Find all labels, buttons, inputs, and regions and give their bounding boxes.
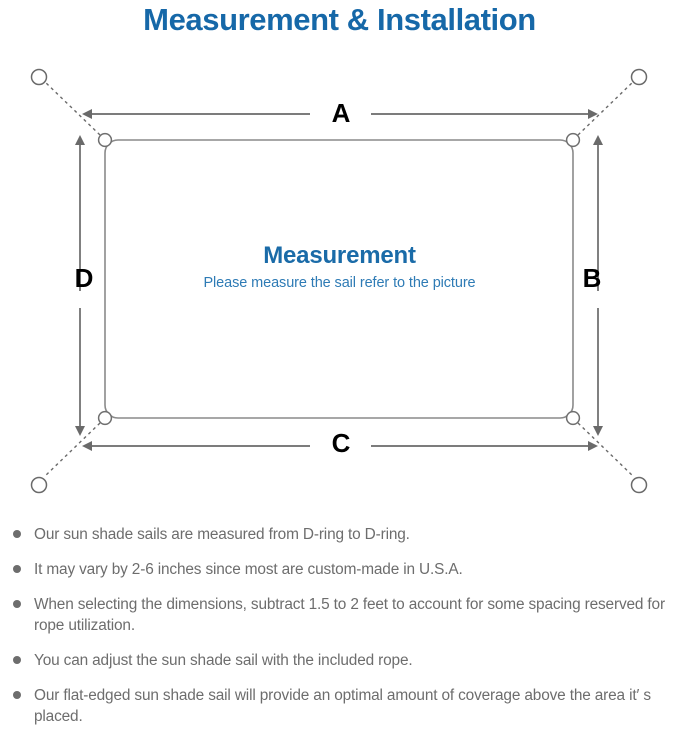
rope-bottom-left [43, 422, 101, 478]
anchor-point-bottom-left [30, 476, 48, 494]
d-ring-top-left [97, 132, 113, 148]
bullet-icon [13, 530, 21, 538]
list-item: When selecting the dimensions, subtract … [6, 594, 669, 636]
sail-body [104, 139, 574, 419]
rope-top-right [577, 80, 635, 136]
list-item-text: Our sun shade sails are measured from D-… [34, 526, 410, 543]
anchor-point-top-left [30, 68, 48, 86]
page-title: Measurement & Installation [143, 2, 536, 37]
dimension-label-a: A [331, 98, 351, 128]
bullet-icon [13, 565, 21, 573]
d-ring-bottom-left [97, 410, 113, 426]
bullet-icon [13, 656, 21, 664]
dimension-label-c: C [331, 428, 351, 458]
rope-bottom-right [577, 422, 635, 478]
list-item: Our flat-edged sun shade sail will provi… [6, 685, 669, 727]
list-item-text: You can adjust the sun shade sail with t… [34, 652, 413, 669]
anchor-point-bottom-right [630, 476, 648, 494]
bullet-icon [13, 600, 21, 608]
list-item-text: It may vary by 2-6 inches since most are… [34, 561, 463, 578]
dimension-label-b: B [582, 263, 602, 293]
list-item: You can adjust the sun shade sail with t… [6, 650, 669, 671]
sail-diagram [0, 48, 679, 518]
d-ring-top-right [565, 132, 581, 148]
list-item: It may vary by 2-6 inches since most are… [6, 559, 669, 580]
notes-list: Our sun shade sails are measured from D-… [0, 524, 679, 727]
list-item-text: When selecting the dimensions, subtract … [34, 596, 665, 634]
d-ring-bottom-right [565, 410, 581, 426]
bullet-icon [13, 691, 21, 699]
rope-top-left [43, 80, 101, 136]
list-item-text: Our flat-edged sun shade sail will provi… [34, 687, 651, 725]
anchor-point-top-right [630, 68, 648, 86]
list-item: Our sun shade sails are measured from D-… [6, 524, 669, 545]
dimension-label-d: D [74, 263, 94, 293]
